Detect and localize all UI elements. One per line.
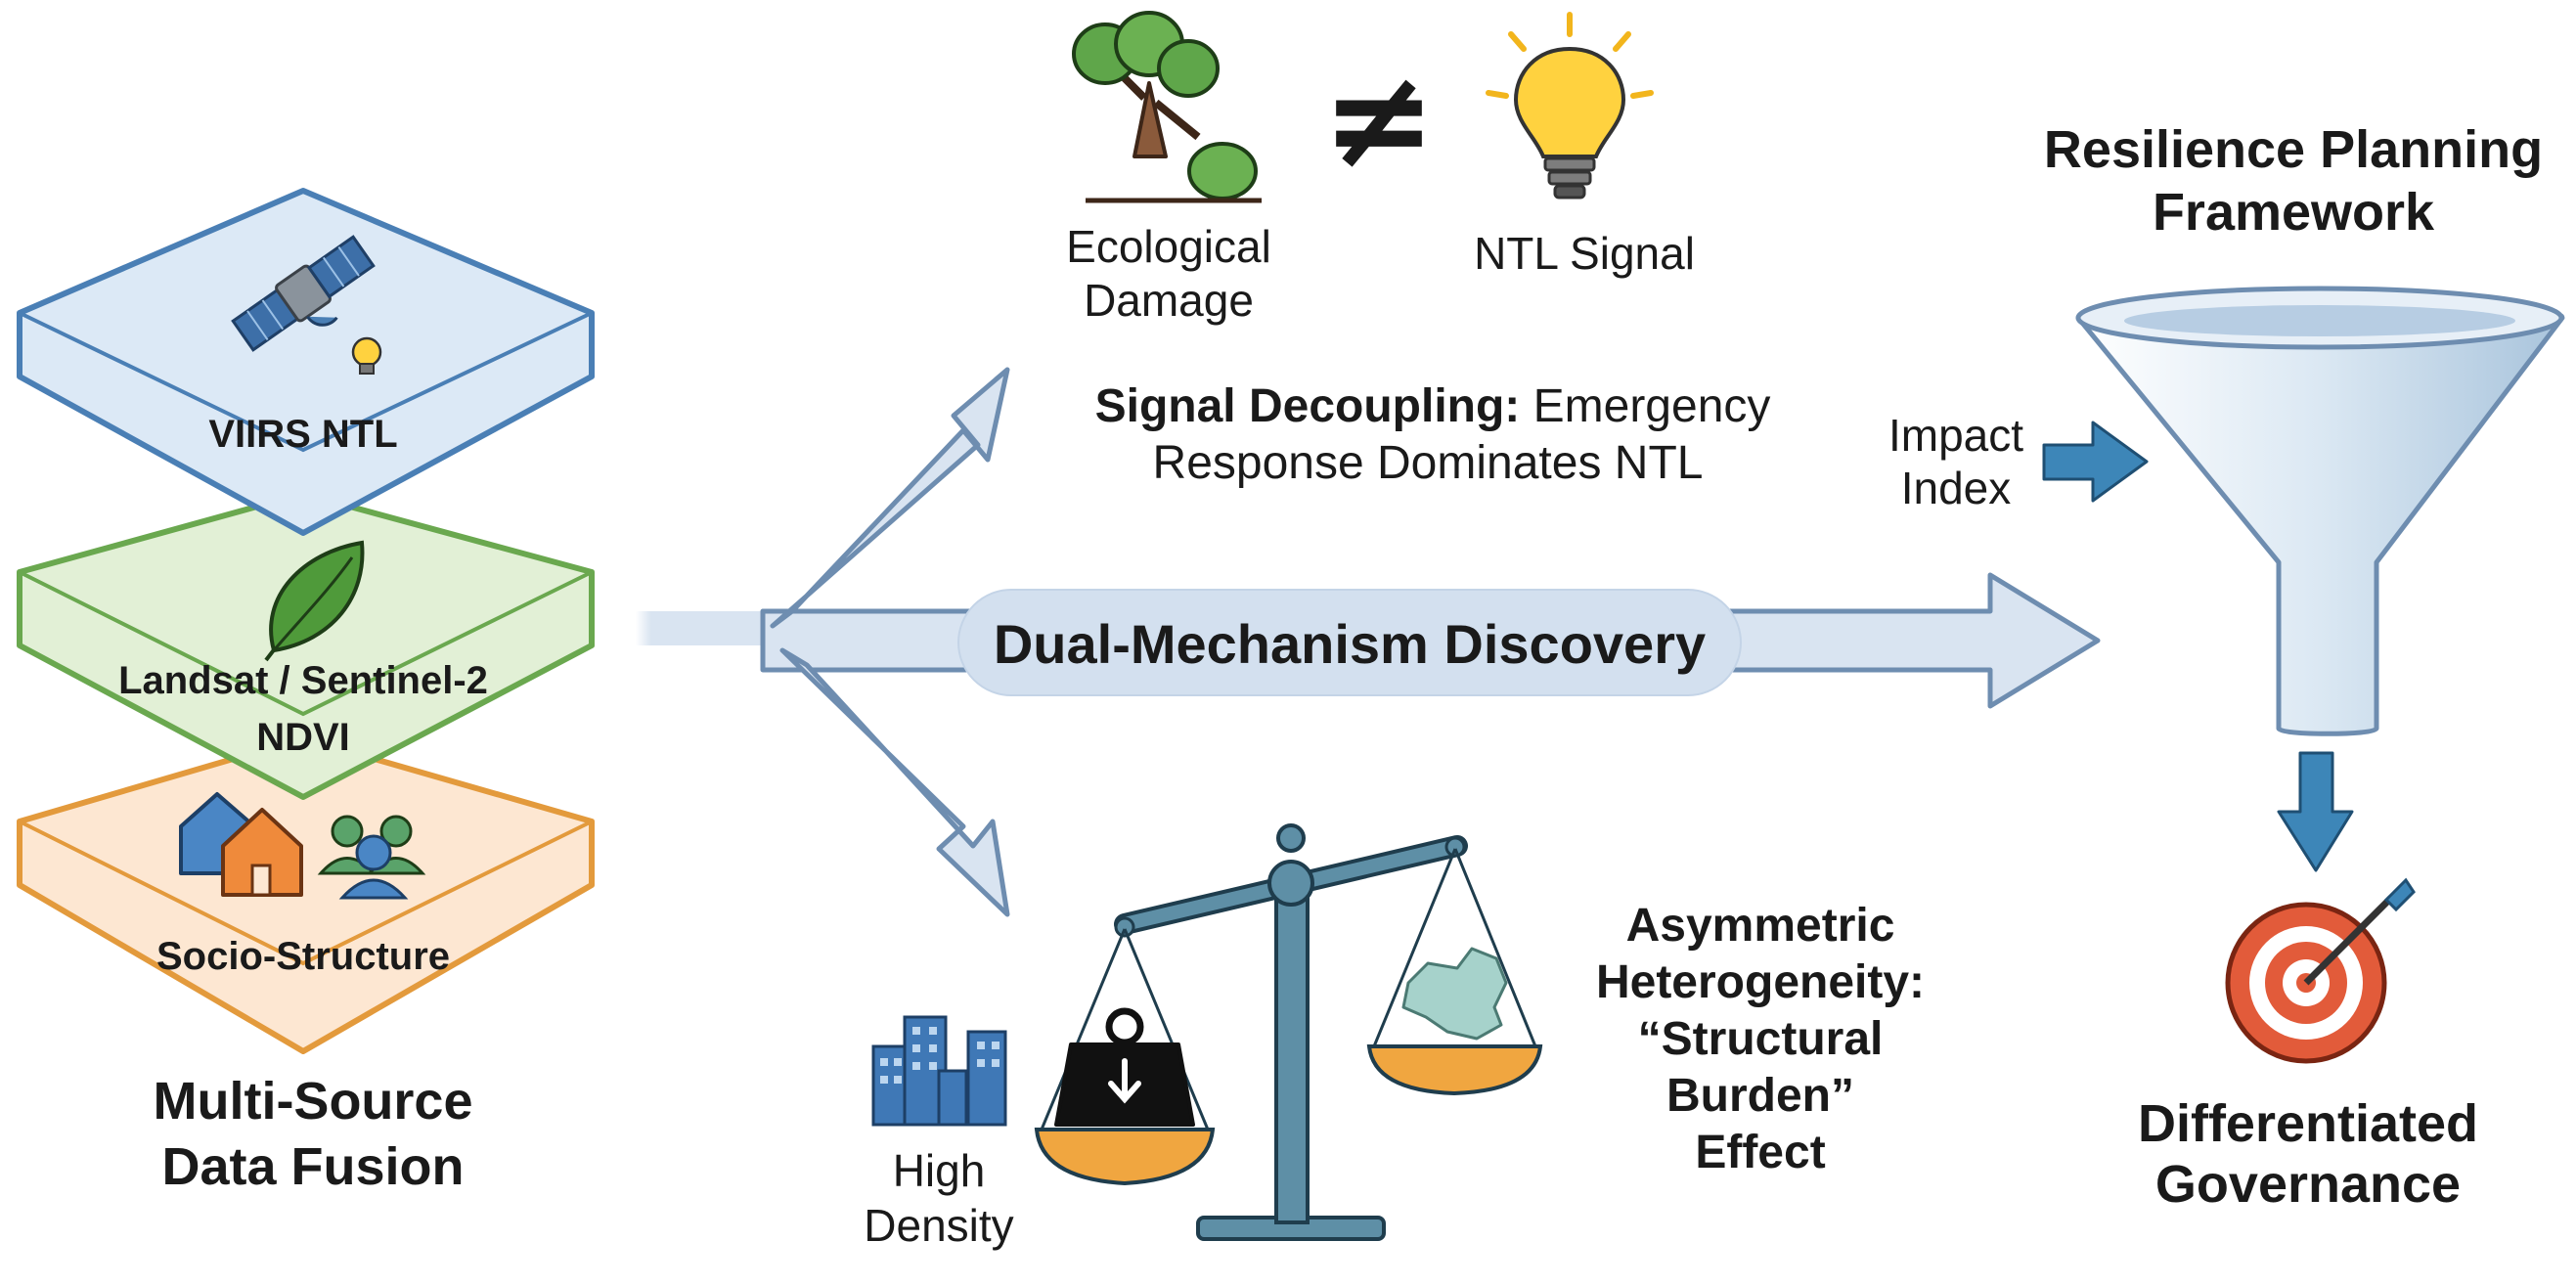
lower-branch-arrow: [779, 647, 1010, 917]
viirs-layer: [17, 188, 595, 536]
viirs-label: VIIRS NTL: [208, 413, 398, 456]
asym-line4: Burden”: [1666, 1070, 1854, 1122]
high-density-line2: Density: [864, 1200, 1014, 1251]
satellite-icon: [231, 235, 376, 352]
fusion-title-line2: Data Fusion: [161, 1137, 465, 1196]
landsat-label-line1: Landsat / Sentinel-2: [118, 659, 488, 702]
people-icon: [317, 815, 426, 900]
differentiated-governance-line1: Differentiated: [2137, 1094, 2479, 1153]
asym-line3: “Structural: [1637, 1013, 1884, 1065]
asym-line1: Asymmetric: [1625, 900, 1895, 952]
svg-text:≠: ≠: [1321, 40, 1436, 200]
small-bulb-icon: [351, 336, 382, 375]
eco-damage-line1: Ecological: [1066, 221, 1271, 272]
signal-decoupling-line2: Response Dominates NTL: [1152, 437, 1704, 489]
ndvi-label: NDVI: [256, 716, 350, 759]
balance-scale: [1034, 823, 1543, 1241]
city-buildings-icon: [871, 1015, 1007, 1127]
dual-mechanism-pill: [957, 589, 1742, 696]
differentiated-governance-line2: Governance: [2154, 1155, 2462, 1214]
funnel-icon: [2075, 286, 2565, 736]
leaf-icon: [264, 540, 365, 662]
not-equal-sign: ≠: [1321, 40, 1436, 200]
impact-index-line2: Index: [1900, 463, 2012, 513]
asym-line5: Effect: [1695, 1127, 1826, 1178]
ntl-signal-label: NTL Signal: [1474, 228, 1695, 279]
signal-decoupling-rest: Emergency: [1520, 380, 1771, 432]
resilience-title-line2: Framework: [2152, 183, 2435, 242]
impact-index-line1: Impact: [1888, 410, 2024, 461]
socio-label: Socio-Structure: [155, 935, 451, 978]
signal-decoupling-line1: Signal Decoupling: Emergency: [978, 379, 1888, 434]
region-map-icon: [1401, 947, 1508, 1041]
high-density-line1: High: [892, 1145, 986, 1196]
damaged-tree-icon: [1072, 11, 1262, 203]
eco-damage-line2: Damage: [1084, 275, 1254, 326]
target-icon: [2225, 877, 2416, 1064]
signal-decoupling-bold: Signal Decoupling:: [1094, 380, 1521, 432]
asym-line2: Heterogeneity:: [1595, 956, 1926, 1008]
impact-index-arrow: [2042, 421, 2149, 503]
houses-icon: [179, 792, 303, 897]
down-arrow-icon: [2277, 751, 2354, 872]
lightbulb-icon: [1486, 12, 1654, 200]
weight-icon: [1054, 1007, 1195, 1127]
dual-mechanism-label: Dual-Mechanism Discovery: [993, 613, 1707, 675]
upper-branch-arrow: [770, 367, 1010, 629]
resilience-title-line1: Resilience Planning: [2043, 120, 2544, 179]
fusion-title-line1: Multi-Source: [153, 1072, 473, 1131]
